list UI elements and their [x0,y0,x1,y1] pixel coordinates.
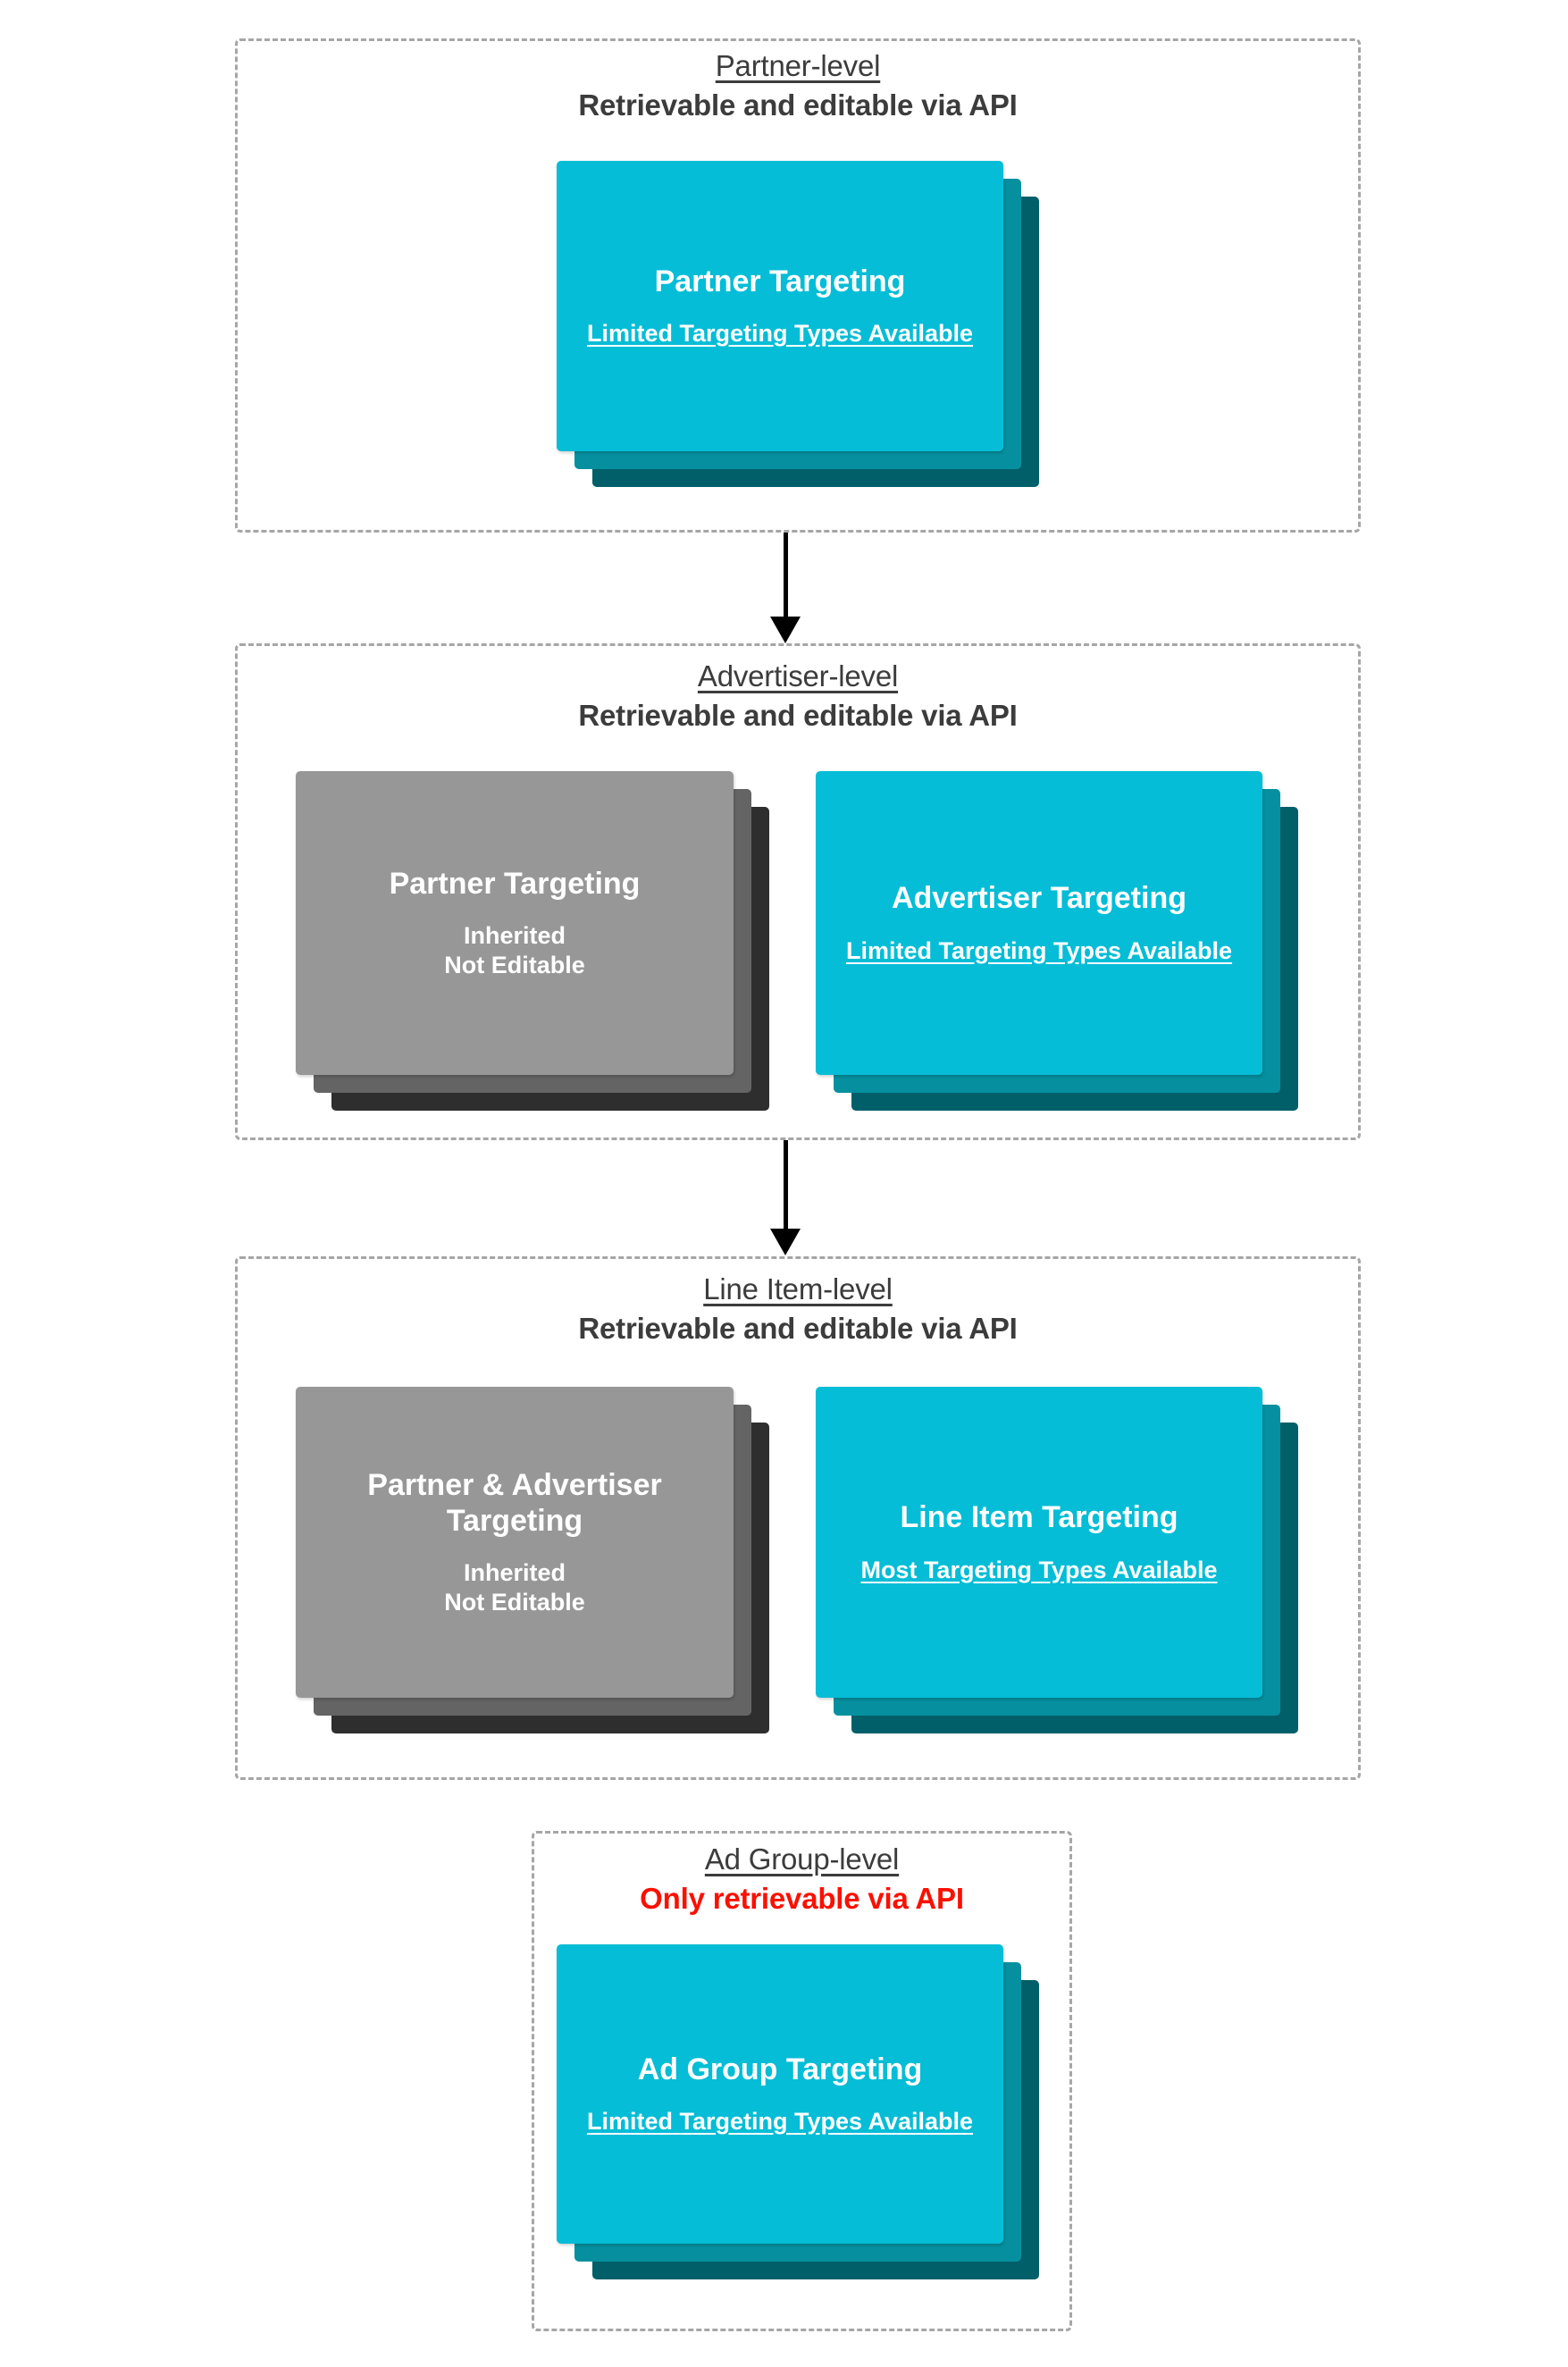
arrow-shaft [783,1140,788,1232]
level-box-line-item [235,1256,1361,1780]
level-box-ad-group [532,1831,1072,2331]
card-title: Ad Group Targeting [637,2052,923,2086]
card-advertiser-targeting[interactable]: Advertiser Targeting Limited Targeting T… [816,771,1262,1075]
card-subtitle: Limited Targeting Types Available [845,936,1233,964]
card-ad-group-targeting[interactable]: Ad Group Targeting Limited Targeting Typ… [557,1944,1003,2244]
level-box-advertiser [235,643,1361,1140]
card-stack-lineitem-inherited: Partner & Advertiser Targeting Inherited… [296,1387,778,1735]
level-box-partner [235,38,1361,533]
card-title: Partner & Advertiser Targeting [367,1467,662,1539]
level-name-partner: Partner-level [715,49,881,82]
level-heading-line-item: Line Item-level Retrievable and editable… [235,1272,1361,1347]
card-subtitle: Limited Targeting Types Available [586,2108,974,2136]
level-name-line-item: Line Item-level [703,1272,893,1305]
card-stack-ad-group-targeting: Ad Group Targeting Limited Targeting Typ… [557,1944,1039,2279]
level-api-note-line-item: Retrievable and editable via API [578,1311,1018,1345]
connector-arrow-advertiser-to-lineitem [753,1140,818,1256]
level-name-advertiser: Advertiser-level [697,659,899,692]
card-stack-lineitem-targeting: Line Item Targeting Most Targeting Types… [816,1387,1298,1735]
card-stack-advertiser-targeting: Advertiser Targeting Limited Targeting T… [816,771,1298,1111]
arrow-head [770,617,801,643]
level-api-note-advertiser: Retrievable and editable via API [578,698,1018,732]
card-stack-partner-targeting: Partner Targeting Limited Targeting Type… [557,161,1039,487]
card-subtitle: Inherited Not Editable [444,1559,585,1616]
level-heading-ad-group: Ad Group-level Only retrievable via API [532,1842,1072,1917]
card-partner-targeting[interactable]: Partner Targeting Limited Targeting Type… [557,161,1003,451]
card-line-item-targeting[interactable]: Line Item Targeting Most Targeting Types… [816,1387,1262,1698]
connector-arrow-partner-to-advertiser [753,533,818,643]
level-heading-advertiser: Advertiser-level Retrievable and editabl… [235,659,1361,734]
level-heading-partner: Partner-level Retrievable and editable v… [235,49,1361,123]
card-title: Partner Targeting [654,264,906,298]
card-subtitle: Inherited Not Editable [444,922,585,979]
level-api-note-ad-group: Only retrievable via API [640,1881,964,1915]
arrow-shaft [783,533,788,620]
card-title: Partner Targeting [389,867,641,901]
card-stack-advertiser-inherited: Partner Targeting Inherited Not Editable [296,771,778,1111]
level-name-ad-group: Ad Group-level [704,1842,900,1876]
card-title: Line Item Targeting [900,1500,1178,1535]
arrow-head [770,1229,801,1255]
card-subtitle: Limited Targeting Types Available [586,320,974,348]
card-partner-targeting-inherited[interactable]: Partner Targeting Inherited Not Editable [296,771,734,1075]
card-subtitle: Most Targeting Types Available [860,1556,1218,1583]
level-api-note-partner: Retrievable and editable via API [578,88,1018,122]
card-title: Advertiser Targeting [891,881,1186,916]
card-partner-advertiser-targeting-inherited[interactable]: Partner & Advertiser Targeting Inherited… [296,1387,734,1698]
